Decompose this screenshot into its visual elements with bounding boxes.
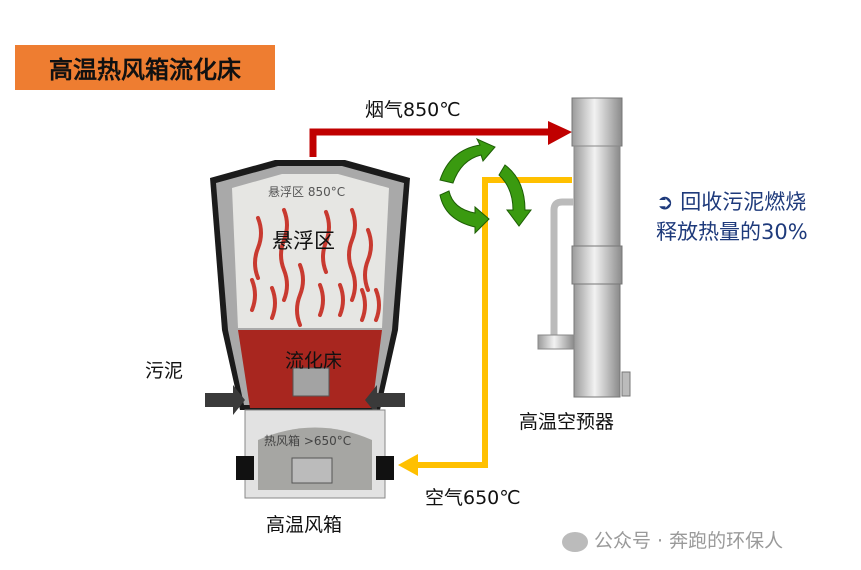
sludge-inlet-left-icon: [205, 385, 245, 415]
sludge-inlet-right-icon: [365, 385, 405, 415]
arrow-bullet-icon: ➲: [656, 190, 681, 214]
air-label: 空气650℃: [425, 487, 521, 509]
wechat-icon: [562, 531, 588, 552]
preheater-label: 高温空预器: [519, 411, 615, 433]
flame-icon: [250, 208, 381, 327]
air-arrowhead-icon: [398, 454, 418, 476]
title-box: 高温热风箱流化床: [15, 45, 275, 90]
suspension-zone-temp-label: 悬浮区 850°C: [268, 185, 346, 199]
note-line-2: 释放热量的30%: [656, 220, 808, 244]
fluidized-bed-label: 流化床: [285, 350, 343, 372]
suspension-zone-label: 悬浮区: [272, 229, 335, 253]
bed-port: [292, 367, 330, 397]
air-preheater: [537, 97, 631, 398]
windbox-label: 高温风箱: [266, 514, 343, 536]
note-line-1: ➲ 回收污泥燃烧: [656, 190, 807, 214]
flue-gas-arrowhead-icon: [548, 121, 572, 145]
recycle-icon: [439, 137, 532, 235]
flue-gas-arrow: [309, 128, 555, 157]
windbox-inlet-left: [236, 456, 254, 480]
windbox-temp-label: 热风箱 >650°C: [264, 434, 352, 448]
diagram-title: 高温热风箱流化床: [49, 56, 241, 84]
flue-gas-label: 烟气850℃: [365, 99, 461, 121]
windbox-port: [291, 457, 333, 484]
sludge-label: 污泥: [145, 360, 184, 382]
air-line: [415, 177, 572, 468]
windbox-inlet-right: [376, 456, 394, 480]
watermark: 公众号 · 奔跑的环保人: [562, 526, 783, 553]
